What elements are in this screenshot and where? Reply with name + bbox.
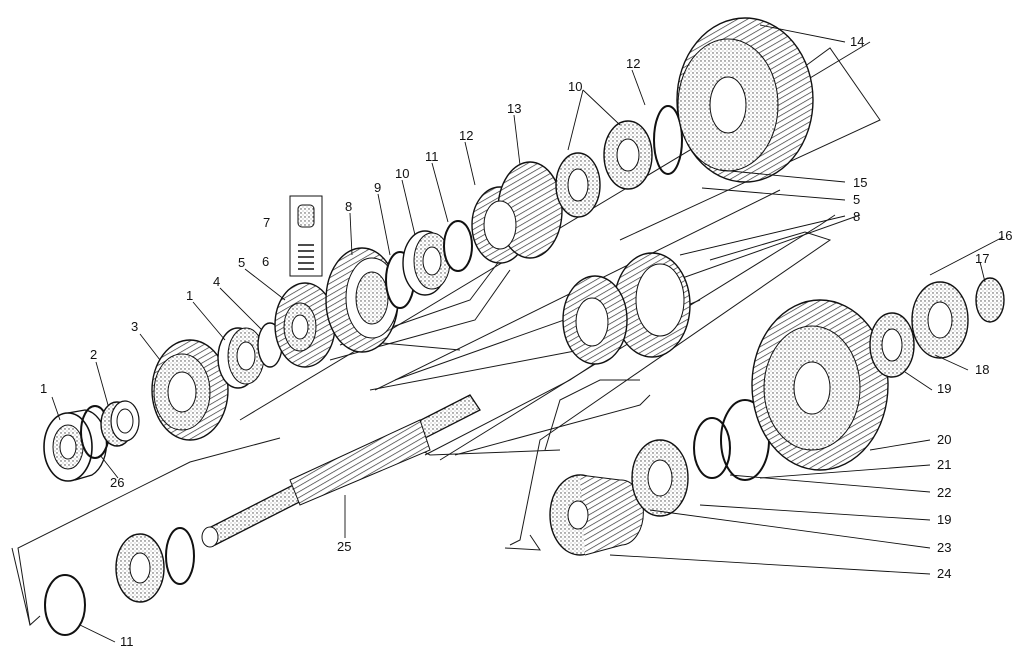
callout-16: 16 xyxy=(998,228,1012,243)
callout-22: 22 xyxy=(937,485,951,500)
gear-20 xyxy=(751,299,889,471)
guide-arrow-left xyxy=(11,547,41,626)
leader-lines xyxy=(51,24,1004,643)
bushing-2 xyxy=(100,400,140,447)
callout-1-mid: 1 xyxy=(186,288,193,303)
callout-15: 15 xyxy=(853,175,867,190)
guide-arrow-right xyxy=(504,534,541,551)
ring-11-bottom xyxy=(44,574,86,636)
callout-23: 23 xyxy=(937,540,951,555)
ring-12-b xyxy=(653,105,683,175)
shaft-25 xyxy=(201,394,481,548)
callout-8-left: 8 xyxy=(345,199,352,214)
guide-line-e xyxy=(424,359,601,456)
callout-11-bottom: 11 xyxy=(120,634,134,649)
hub-5-right xyxy=(562,275,628,365)
callout-8-right: 8 xyxy=(853,209,860,224)
bearing-10-c xyxy=(603,120,653,190)
guide-line-d xyxy=(454,394,651,456)
callout-6: 6 xyxy=(262,254,269,269)
callout-labels: 1 1 2 3 4 5 5 6 7 8 8 9 10 10 11 11 12 1… xyxy=(40,34,1012,649)
bearing-19-right xyxy=(869,312,915,378)
callout-26: 26 xyxy=(110,475,124,490)
callout-12-a: 12 xyxy=(459,128,473,143)
bearing-16 xyxy=(911,281,969,359)
callout-18: 18 xyxy=(975,362,989,377)
callout-3: 3 xyxy=(131,319,138,334)
callout-10-b: 10 xyxy=(568,79,582,94)
callout-4: 4 xyxy=(213,274,220,289)
guide-frame-right xyxy=(509,231,832,546)
flange-24 xyxy=(549,474,644,556)
bearing-10-a xyxy=(402,230,451,296)
callout-9: 9 xyxy=(374,180,381,195)
callout-10-a: 10 xyxy=(395,166,409,181)
ring-11 xyxy=(443,220,473,272)
detent-inset-6-7 xyxy=(289,195,323,277)
callout-5-right: 5 xyxy=(853,192,860,207)
gear-12-13 xyxy=(471,161,563,264)
callout-13: 13 xyxy=(507,101,521,116)
synchro-hub-5 xyxy=(274,282,336,368)
callout-12-b: 12 xyxy=(626,56,640,71)
callout-2: 2 xyxy=(90,347,97,362)
callout-20: 20 xyxy=(937,432,951,447)
ring-shaft-end xyxy=(165,527,195,585)
callout-19-b: 19 xyxy=(937,512,951,527)
bearing-23 xyxy=(631,439,689,517)
guide-line-g xyxy=(544,379,640,451)
bearing-10-b xyxy=(555,152,601,218)
bearing-shaft-end xyxy=(115,533,165,603)
cap-17 xyxy=(975,277,1005,323)
callout-5-left: 5 xyxy=(238,255,245,270)
gear-14 xyxy=(676,17,814,183)
gear-3 xyxy=(151,339,229,441)
callout-11-top: 11 xyxy=(425,149,439,164)
bearing-1-left xyxy=(43,409,108,482)
callout-1-left: 1 xyxy=(40,381,47,396)
ring-22 xyxy=(693,417,731,479)
sleeve-8 xyxy=(325,247,399,353)
guide-line-left-frame xyxy=(17,437,281,626)
bearing-1-mid xyxy=(217,327,265,389)
callout-19-a: 19 xyxy=(937,381,951,396)
callout-21: 21 xyxy=(937,457,951,472)
callout-17: 17 xyxy=(975,251,989,266)
callout-14: 14 xyxy=(850,34,864,49)
callout-25: 25 xyxy=(337,539,351,554)
callout-24: 24 xyxy=(937,566,951,581)
callout-7: 7 xyxy=(263,215,270,230)
